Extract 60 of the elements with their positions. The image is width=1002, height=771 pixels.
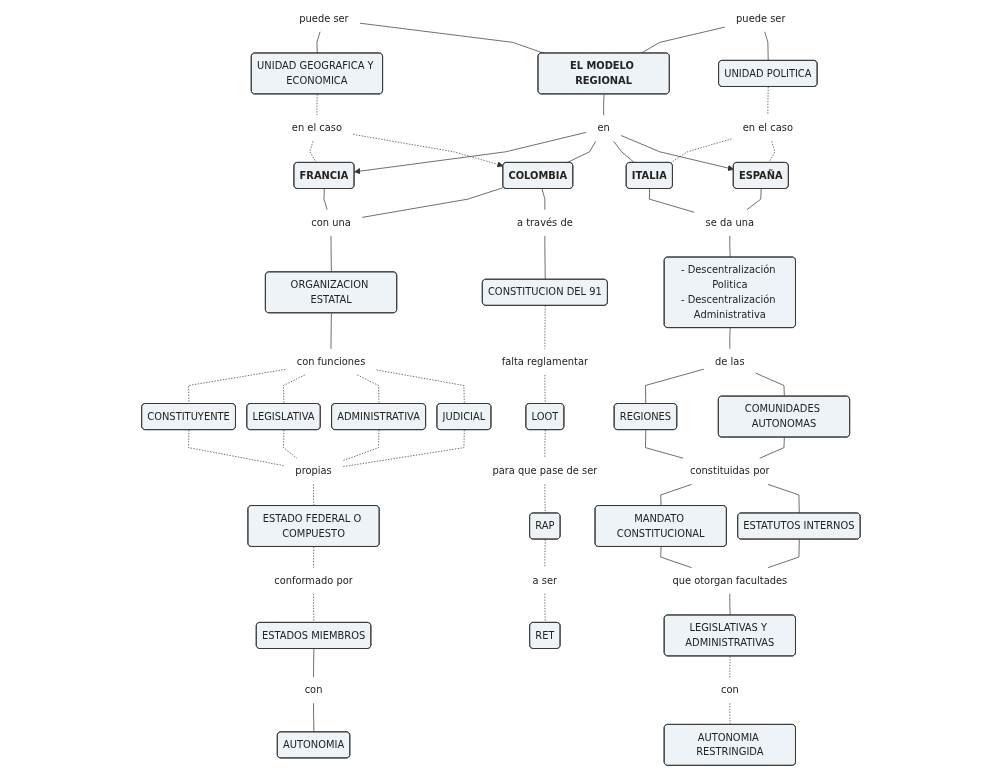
node-text: en el caso xyxy=(742,122,794,134)
node-text: propias xyxy=(295,465,332,477)
node-text: con xyxy=(721,684,739,696)
node-text: a ser xyxy=(532,574,558,587)
connector xyxy=(729,235,731,258)
connector xyxy=(613,140,635,164)
node-text: con una xyxy=(311,216,351,229)
connector xyxy=(764,31,769,62)
connector xyxy=(729,327,731,350)
connector xyxy=(649,188,695,213)
node-text: para que pase de ser xyxy=(492,465,598,477)
connector xyxy=(566,140,597,164)
connector xyxy=(603,93,605,116)
connector xyxy=(541,188,546,211)
connector xyxy=(645,429,684,459)
node-text: con funciones xyxy=(296,355,366,368)
connector xyxy=(746,188,762,211)
connector xyxy=(283,429,298,459)
connector xyxy=(376,369,465,405)
node-text: a través de xyxy=(517,216,573,229)
node-text: puede ser xyxy=(299,12,349,25)
connector xyxy=(361,187,505,218)
connector xyxy=(316,93,318,116)
connector xyxy=(323,188,328,211)
connector xyxy=(729,593,731,616)
connector xyxy=(316,31,321,54)
connector xyxy=(645,368,705,405)
connector xyxy=(342,429,465,467)
node-text: conformado por xyxy=(274,574,353,587)
node-text: se da una xyxy=(705,216,755,229)
node-text: en el caso xyxy=(291,122,343,134)
connector xyxy=(544,305,546,350)
node-text: puede ser xyxy=(736,12,786,25)
node-text: de las xyxy=(715,355,745,368)
connector xyxy=(768,140,776,164)
connector xyxy=(755,372,785,397)
connector xyxy=(330,312,332,350)
connector xyxy=(544,539,546,568)
connector xyxy=(729,655,731,678)
connector xyxy=(544,235,546,280)
connector xyxy=(670,138,732,164)
connector xyxy=(188,429,285,467)
connector xyxy=(313,546,315,568)
node-text: que otorgan facultades xyxy=(672,574,788,587)
node-text: en xyxy=(597,122,610,134)
connector xyxy=(342,429,380,461)
connector xyxy=(313,702,315,733)
connector xyxy=(544,429,546,459)
node-text: falta reglamentar xyxy=(501,355,589,368)
connector xyxy=(767,539,800,568)
node-text: con xyxy=(304,684,323,696)
connector xyxy=(759,437,785,459)
connector xyxy=(309,140,317,164)
connector xyxy=(313,648,315,678)
connector xyxy=(660,546,693,568)
connector xyxy=(660,484,693,507)
connector xyxy=(767,484,800,514)
connector xyxy=(330,235,332,273)
node-text: constituidas por xyxy=(690,465,770,477)
connector xyxy=(767,86,769,116)
